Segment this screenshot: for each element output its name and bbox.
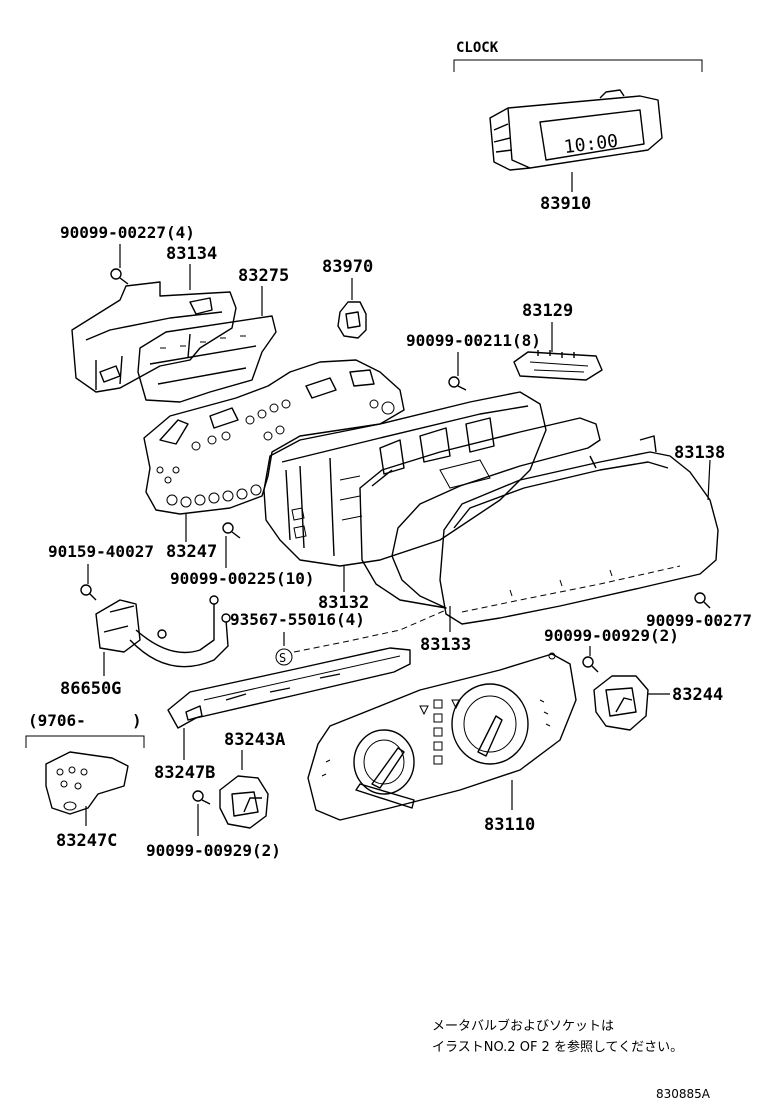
lens-83138[interactable] bbox=[439, 435, 719, 625]
screw-90099-00227[interactable] bbox=[110, 244, 129, 285]
dial-plate-83110[interactable] bbox=[307, 652, 577, 821]
screw-90159-40027[interactable] bbox=[80, 564, 97, 601]
clock-heading: CLOCK bbox=[456, 40, 499, 56]
label-83244: 83244 bbox=[672, 685, 723, 705]
label-83129: 83129 bbox=[522, 301, 573, 321]
label-90099-00227-4: 90099-00227(4) bbox=[60, 223, 195, 242]
label-9706: (9706- bbox=[28, 711, 86, 730]
screw-symbol-group: 93567-55016(4) S bbox=[230, 609, 447, 666]
leader-83138 bbox=[707, 459, 711, 501]
label-9706-close: ) bbox=[132, 711, 142, 730]
circuit-83247B[interactable] bbox=[167, 647, 411, 729]
note-line-2: イラストNO.2 OF 2 を参照してください。 bbox=[432, 1039, 683, 1055]
label-83275: 83275 bbox=[238, 266, 289, 286]
label-83910: 83910 bbox=[540, 194, 591, 214]
circuit-83247[interactable] bbox=[143, 359, 405, 515]
label-83110: 83110 bbox=[484, 815, 535, 835]
screw-circle-icon bbox=[275, 648, 293, 666]
screw-90099-00225[interactable] bbox=[222, 522, 241, 568]
label-83247B: 83247B bbox=[154, 763, 215, 783]
case-83132[interactable] bbox=[263, 391, 547, 567]
label-83247C: 83247C bbox=[56, 831, 117, 851]
label-83970: 83970 bbox=[322, 257, 373, 277]
label-90099-00211-8: 90099-00211(8) bbox=[406, 331, 541, 350]
clock-unit-83910[interactable]: 10:00 bbox=[489, 89, 663, 171]
clock-bracket bbox=[453, 59, 703, 72]
label-83132: 83132 bbox=[318, 593, 369, 613]
label-83247: 83247 bbox=[166, 542, 217, 562]
note-line-1: メータバルブおよびソケットは bbox=[432, 1018, 614, 1034]
label-90099-00277: 90099-00277 bbox=[646, 611, 752, 630]
date-range-group: (9706- ) bbox=[25, 711, 145, 748]
label-83133: 83133 bbox=[420, 635, 471, 655]
circuit-83247C[interactable] bbox=[45, 751, 129, 815]
screw-90099-00929-right[interactable] bbox=[582, 646, 599, 673]
label-90099-00225-10: 90099-00225(10) bbox=[170, 569, 315, 588]
bracket-83134[interactable] bbox=[71, 264, 237, 393]
label-83134: 83134 bbox=[166, 244, 217, 264]
label-90099-00929-2-left: 90099-00929(2) bbox=[146, 841, 281, 860]
label-86650G: 86650G bbox=[60, 679, 121, 699]
label-93567-55016-4: 93567-55016(4) bbox=[230, 610, 365, 629]
label-90159-40027: 90159-40027 bbox=[48, 542, 154, 561]
label-90099-00929-2-right: 90099-00929(2) bbox=[544, 626, 679, 645]
clock-group: CLOCK 10:00 83910 bbox=[453, 40, 703, 214]
connector-83129[interactable] bbox=[513, 322, 603, 381]
harness-86650G[interactable] bbox=[95, 595, 231, 668]
screw-90099-00211[interactable] bbox=[448, 352, 467, 391]
hood-83133[interactable] bbox=[359, 417, 601, 609]
socket-83970[interactable] bbox=[337, 278, 367, 339]
plate-83275[interactable] bbox=[137, 286, 277, 403]
screw-90099-00277[interactable] bbox=[694, 592, 711, 609]
screw-symbol: S bbox=[279, 651, 286, 665]
clock-display-text: 10:00 bbox=[563, 131, 619, 158]
screw-90099-00929-left[interactable] bbox=[192, 790, 211, 836]
socket-83244[interactable] bbox=[593, 675, 670, 731]
socket-83243A[interactable] bbox=[219, 775, 269, 829]
label-83243A: 83243A bbox=[224, 730, 285, 750]
figure-id: 830885A bbox=[656, 1087, 711, 1101]
label-83138: 83138 bbox=[674, 443, 725, 463]
